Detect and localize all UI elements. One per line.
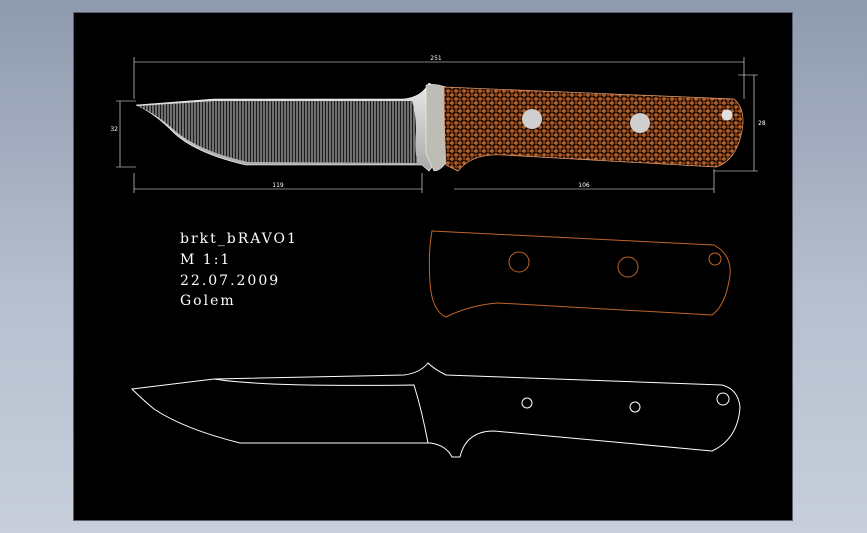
outline-profile xyxy=(130,362,741,458)
outline-grind-line xyxy=(213,378,429,444)
drawing-sheet: 251 119 106 32 28 brkt_bRAVO1 M 1:1 22.0… xyxy=(73,12,793,521)
drawing-author: Golem xyxy=(180,293,236,309)
handle-scale xyxy=(443,86,744,172)
scale-outline xyxy=(428,230,731,318)
dim-handle-height: 28 xyxy=(758,120,766,127)
drawing-scale: M 1:1 xyxy=(180,252,231,268)
dim-overall-length: 251 xyxy=(430,55,442,62)
drawing-date: 22.07.2009 xyxy=(180,273,280,289)
outline-lanyard-hole xyxy=(716,392,730,406)
scale-pin-hole-2 xyxy=(617,256,639,278)
dim-blade-height: 32 xyxy=(110,126,118,133)
handle-pin-1 xyxy=(522,109,542,129)
scale-pin-hole-1 xyxy=(508,251,530,273)
title-block: brkt_bRAVO1 M 1:1 22.07.2009 Golem xyxy=(180,231,298,309)
blade-grind-lines xyxy=(138,101,418,163)
dim-handle-length: 106 xyxy=(578,182,590,189)
dim-blade-length: 119 xyxy=(272,182,284,189)
knife-outline-view xyxy=(130,362,741,458)
drawing-name: brkt_bRAVO1 xyxy=(180,231,298,247)
handle-scale-template xyxy=(428,230,731,318)
handle-pin-2 xyxy=(630,113,650,133)
lanyard-hole xyxy=(721,109,733,121)
rendered-knife-view: 251 119 106 32 28 xyxy=(110,55,766,193)
outline-pin-hole-2 xyxy=(629,401,641,413)
outline-pin-hole-1 xyxy=(521,397,533,409)
bolster xyxy=(425,84,447,172)
scale-lanyard-hole xyxy=(708,252,722,266)
